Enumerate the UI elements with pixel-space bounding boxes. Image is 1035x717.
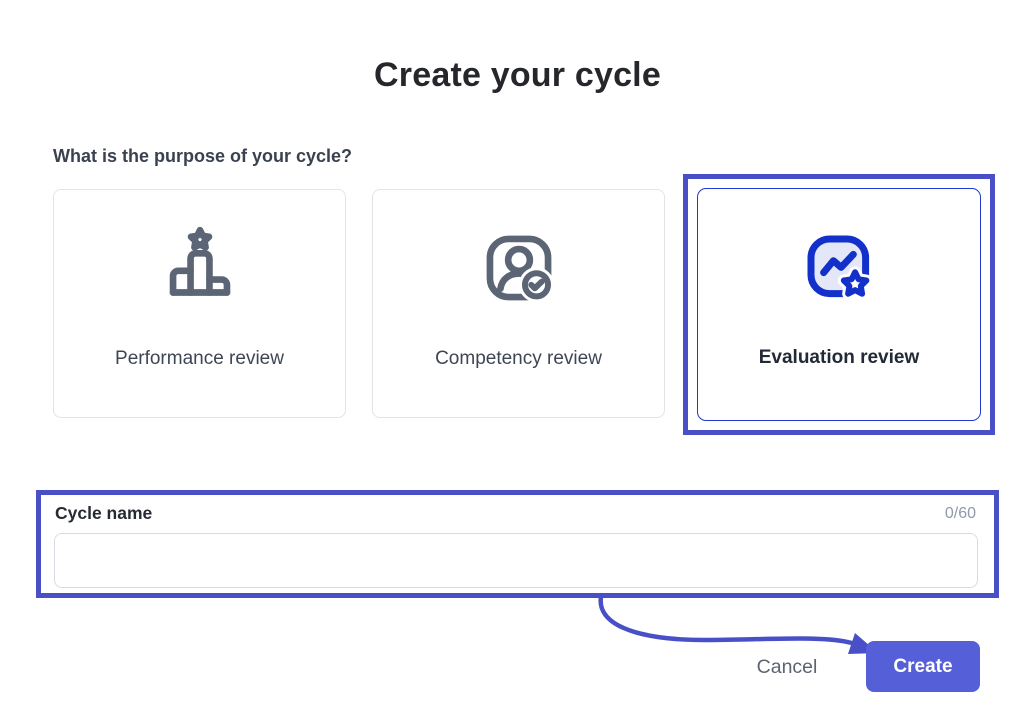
option-label-competency-review: Competency review [435,348,602,369]
dialog-title: Create your cycle [374,56,661,94]
option-card-evaluation-review[interactable]: Evaluation review [697,188,981,421]
char-counter: 0/60 [944,505,976,522]
user-badge-check-icon [477,226,561,310]
podium-star-icon [158,226,242,310]
option-label-performance-review: Performance review [115,348,284,369]
annotation-highlight-cycle-name-field: Cycle name 0/60 [36,490,999,598]
option-label-evaluation-review: Evaluation review [758,347,920,368]
create-button[interactable]: Create [866,641,980,692]
chart-trend-star-icon [797,225,881,309]
annotation-arrow [598,594,878,654]
option-card-competency-review[interactable]: Competency review [372,189,665,418]
cancel-button[interactable]: Cancel [745,652,829,682]
purpose-question-label: What is the purpose of your cycle? [53,146,353,166]
cycle-name-input[interactable] [54,533,978,588]
cycle-name-label: Cycle name [55,503,153,523]
annotation-highlight-selected-option: Evaluation review [683,174,995,435]
option-card-performance-review[interactable]: Performance review [53,189,346,418]
